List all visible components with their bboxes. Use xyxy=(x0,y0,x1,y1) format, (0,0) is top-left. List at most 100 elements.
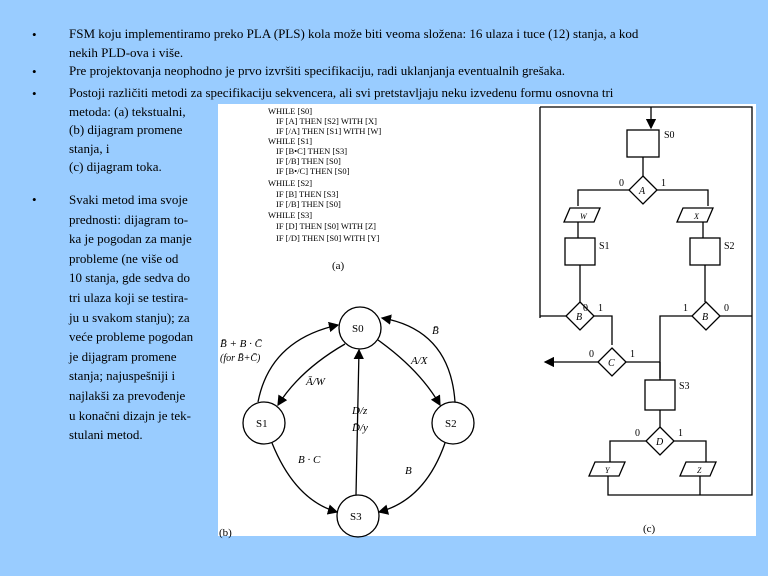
output-box xyxy=(563,207,601,223)
bullet-line: u konačni dizajn je tek- xyxy=(69,407,192,423)
bullet-line: metoda: (a) tekstualni, xyxy=(69,103,186,119)
edge xyxy=(377,339,441,407)
fig-a-line: IF [B•C] THEN [S3] xyxy=(276,146,347,156)
flow-state-label: S3 xyxy=(679,381,690,392)
bullet-dot: • xyxy=(32,192,37,207)
bullet-line: Postoji različiti metodi za specifikacij… xyxy=(69,85,614,100)
output-label: X xyxy=(693,212,700,221)
bullet-line: stanja; najuspešniji i xyxy=(69,368,176,384)
state-node xyxy=(242,401,286,445)
state-label: S2 xyxy=(445,418,457,430)
bullet-line: je dijagram promene xyxy=(69,348,177,364)
bullet-line: nekih PLD-ova i više. xyxy=(69,44,184,60)
decision-diamond xyxy=(597,347,627,377)
bullet-line: najlakši za prevođenje xyxy=(69,387,186,403)
output-box xyxy=(679,461,717,477)
fig-a-text: WHILE [S0] IF [A] THEN [S2] WITH [X] IF … xyxy=(268,106,381,243)
state-box xyxy=(626,129,660,158)
fig-a-line: IF [/B] THEN [S0] xyxy=(276,199,341,209)
branch-label: 0 xyxy=(635,428,640,439)
decision-diamond xyxy=(645,426,675,456)
output-label: Z xyxy=(697,466,702,475)
decision-label: B xyxy=(576,312,582,323)
edge-label: B xyxy=(405,465,412,477)
bullet-line: FSM koju implementiramo preko PLA (PLS) … xyxy=(69,26,639,41)
bullet-item-3: Postoji različiti metodi za specifikacij… xyxy=(69,84,749,177)
branch-label: 1 xyxy=(678,428,683,439)
edge-label: (for B̄+C̄) xyxy=(220,352,261,364)
decision-label: D xyxy=(655,437,664,448)
fig-a-caption: (a) xyxy=(332,260,345,272)
fig-a-line: WHILE [S3] xyxy=(268,210,312,220)
bullet-item-4: Svaki metod ima svoje prednosti: dijagra… xyxy=(69,190,193,445)
output-box xyxy=(676,207,714,223)
figure-panel xyxy=(218,104,756,536)
bullet-line: stanja, i xyxy=(69,140,110,156)
fig-b-labels: S0 S1 S2 S3 B̄ + B · C̄ (for B̄+C̄) Ā/W … xyxy=(220,323,457,523)
fig-a-line: IF [/B] THEN [S0] xyxy=(276,156,341,166)
fig-a-line: IF [/A] THEN [S1] WITH [W] xyxy=(276,126,381,136)
branch-label: 1 xyxy=(661,178,666,189)
fig-b-caption: (b) xyxy=(219,527,232,539)
output-box xyxy=(588,461,626,477)
fig-a-line: IF [/D] THEN [S0] WITH [Y] xyxy=(276,233,379,243)
branch-label: 1 xyxy=(598,303,603,314)
bullet-line: 10 stanja, gde sedva do xyxy=(69,270,190,286)
bullet-item-1: FSM koju implementiramo preko PLA (PLS) … xyxy=(69,25,638,62)
bullet-dot: • xyxy=(32,27,37,42)
edge xyxy=(377,442,446,515)
flow-state-label: S0 xyxy=(664,130,675,141)
branch-label: 1 xyxy=(630,349,635,360)
state-box xyxy=(689,237,721,266)
fig-a-line: IF [D] THEN [S0] WITH [Z] xyxy=(276,221,376,231)
state-node xyxy=(431,401,475,445)
bullet-line: Svaki metod ima svoje xyxy=(69,192,188,207)
bullet-line: ju u svakom stanju); za xyxy=(69,309,190,325)
fig-a-line: IF [B] THEN [S3] xyxy=(276,189,339,199)
edge-label: D/z xyxy=(351,405,368,417)
decision-label: B xyxy=(702,312,708,323)
edge-label: D̄/y xyxy=(351,422,368,434)
fig-c-chart xyxy=(539,106,753,496)
fig-c-labels: S0 S1 S2 S3 A B B C D W X Y Z 0 1 0 1 1 … xyxy=(576,130,735,475)
bullet-line: tri ulaza koji se testira- xyxy=(69,289,189,305)
bullet-line: probleme (ne više od xyxy=(69,250,179,266)
output-label: W xyxy=(580,212,588,221)
decision-label: C xyxy=(608,358,615,369)
flow-state-label: S1 xyxy=(599,241,610,252)
branch-label: 1 xyxy=(683,303,688,314)
decision-diamond xyxy=(565,301,595,331)
fig-a-line: IF [A] THEN [S2] WITH [X] xyxy=(276,116,377,126)
output-label: Y xyxy=(605,466,611,475)
bullet-line: Pre projektovanja neophodno je prvo izvr… xyxy=(69,63,566,78)
fig-b-diagram xyxy=(242,306,475,538)
branch-label: 0 xyxy=(583,303,588,314)
fig-a-line: IF [B•/C] THEN [S0] xyxy=(276,166,350,176)
bullet-line: (c) dijagram toka. xyxy=(69,159,162,175)
bullet-dot: • xyxy=(32,86,37,101)
state-node xyxy=(336,494,380,538)
fig-a-line: WHILE [S2] xyxy=(268,178,312,188)
fig-a-line: WHILE [S1] xyxy=(268,136,312,146)
state-label: S3 xyxy=(350,511,362,523)
fig-c-caption: (c) xyxy=(643,523,656,535)
bullet-dot: • xyxy=(32,64,37,79)
fig-a-line: WHILE [S0] xyxy=(268,106,312,116)
state-label: S1 xyxy=(256,418,268,430)
edge xyxy=(353,348,365,496)
decision-diamond xyxy=(628,175,658,205)
state-box xyxy=(644,379,676,411)
decision-label: A xyxy=(638,186,646,197)
bullet-line: stulani metod. xyxy=(69,427,143,443)
bullet-item-2: Pre projektovanja neophodno je prvo izvr… xyxy=(69,62,565,81)
decision-diamond xyxy=(691,301,721,331)
state-box xyxy=(564,237,596,266)
bullet-line: prednosti: dijagram to- xyxy=(69,211,189,227)
edge xyxy=(271,442,339,515)
edge xyxy=(380,314,456,403)
state-label: S0 xyxy=(352,323,364,335)
bullet-line: veće probleme pogodan xyxy=(69,329,194,345)
flow-state-label: S2 xyxy=(724,241,735,252)
branch-label: 0 xyxy=(724,303,729,314)
